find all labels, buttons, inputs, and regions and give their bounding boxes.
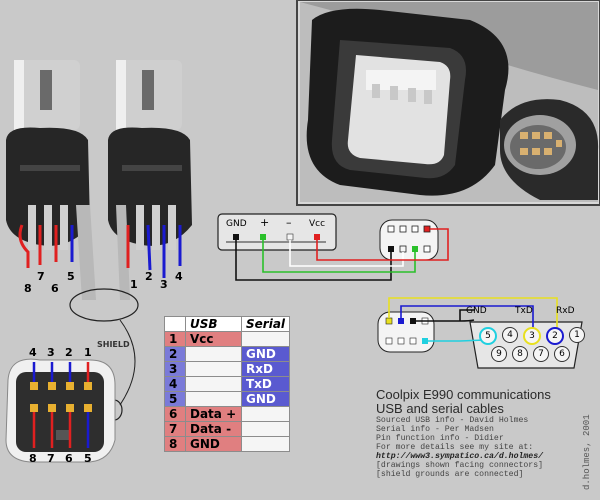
socket-label-1: 1 xyxy=(84,346,92,359)
db9-pin: 9 xyxy=(491,346,507,362)
pin-number: 5 xyxy=(164,391,186,407)
table-header-row: USB Serial xyxy=(164,316,291,332)
serial-function: GND xyxy=(240,346,291,362)
db9-pin: 2 xyxy=(546,327,564,345)
plug-label-5: 5 xyxy=(67,270,75,283)
socket-label-8: 8 xyxy=(29,452,37,465)
socket-label-5: 5 xyxy=(84,452,92,465)
credit-line: For more details see my site at: xyxy=(376,443,534,452)
socket-label-7: 7 xyxy=(47,452,55,465)
minidin-serial xyxy=(377,311,435,353)
db9-pin: 1 xyxy=(569,327,585,343)
serial-function xyxy=(240,331,291,347)
usb-connector-schematic xyxy=(217,213,337,251)
table-row: 6 Data + xyxy=(164,406,291,422)
plug-label-4: 4 xyxy=(175,270,183,283)
usb-function: GND xyxy=(185,436,242,452)
serial-label-gnd: GND xyxy=(466,306,487,316)
plug-label-3: 3 xyxy=(160,278,168,291)
pin-number: 4 xyxy=(164,376,186,392)
site-url: http://www3.sympatico.ca/d.holmes/ xyxy=(376,452,544,461)
db9-pin: 3 xyxy=(523,327,541,345)
usb-function: Data + xyxy=(185,406,242,422)
socket-label-2: 2 xyxy=(65,346,73,359)
note-line: [drawings shown facing connectors] xyxy=(376,461,544,470)
table-header: Serial xyxy=(240,316,291,332)
db9-pin: 6 xyxy=(554,346,570,362)
shield-label: SHIELD xyxy=(97,340,130,349)
socket-label-3: 3 xyxy=(47,346,55,359)
table-row: 1 Vcc xyxy=(164,331,291,347)
plug-label-7: 7 xyxy=(37,270,45,283)
serial-label-txd: TxD xyxy=(515,306,533,316)
pin-number: 2 xyxy=(164,346,186,362)
usb-function xyxy=(185,376,242,392)
plug-right xyxy=(108,60,192,300)
serial-function: TxD xyxy=(240,376,291,392)
usb-function: Data - xyxy=(185,421,242,437)
plug-left xyxy=(6,60,96,300)
usb-label-vcc: Vcc xyxy=(309,219,326,229)
usb-function xyxy=(185,391,242,407)
minidin-usb xyxy=(379,219,439,261)
plug-label-1: 1 xyxy=(130,278,138,291)
table-header xyxy=(164,316,186,332)
db9-pin: 7 xyxy=(533,346,549,362)
pin-number: 6 xyxy=(164,406,186,422)
db9-top-row: 5 4 3 2 1 xyxy=(479,327,585,345)
pin-number: 7 xyxy=(164,421,186,437)
serial-wires xyxy=(388,297,558,342)
db9-pin: 4 xyxy=(502,327,518,343)
table-row: 8 GND xyxy=(164,436,291,452)
serial-function xyxy=(240,406,291,422)
table-row: 3 RxD xyxy=(164,361,291,377)
serial-function xyxy=(240,436,291,452)
usb-wires xyxy=(235,228,449,281)
db9-pin: 8 xyxy=(512,346,528,362)
connector-photo xyxy=(296,0,600,206)
credit-line: Serial info - Per Madsen xyxy=(376,425,494,434)
plug-label-8: 8 xyxy=(24,282,32,295)
pin-number: 1 xyxy=(164,331,186,347)
db9-bottom-row: 9 8 7 6 xyxy=(491,346,570,362)
socket-label-6: 6 xyxy=(65,452,73,465)
serial-function: GND xyxy=(240,391,291,407)
usb-label-gnd: GND xyxy=(226,219,247,229)
credit-line: Pin function info - Didier xyxy=(376,434,504,443)
table-row: 5 GND xyxy=(164,391,291,407)
pin-function-table: USB Serial 1 Vcc 2 GND 3 RxD 4 TxD 5 GND… xyxy=(164,316,291,452)
usb-label-minus: – xyxy=(286,216,292,229)
note-line: [shield grounds are connected] xyxy=(376,470,524,479)
table-row: 7 Data - xyxy=(164,421,291,437)
socket-face xyxy=(5,358,116,463)
pin-number: 8 xyxy=(164,436,186,452)
serial-function xyxy=(240,421,291,437)
table-row: 4 TxD xyxy=(164,376,291,392)
socket-label-4: 4 xyxy=(29,346,37,359)
usb-function: Vcc xyxy=(185,331,242,347)
caption-subtitle: USB and serial cables xyxy=(376,401,504,416)
usb-function xyxy=(185,361,242,377)
db9-pin: 5 xyxy=(479,327,497,345)
serial-function: RxD xyxy=(240,361,291,377)
plug-label-2: 2 xyxy=(145,270,153,283)
plug-label-6: 6 xyxy=(51,282,59,295)
credit-line: Sourced USB info - David Holmes xyxy=(376,416,529,425)
table-row: 2 GND xyxy=(164,346,291,362)
caption-block: Coolpix E990 communications USB and seri… xyxy=(376,387,551,480)
shield-outline xyxy=(69,288,139,322)
usb-label-plus: + xyxy=(260,216,270,229)
serial-label-rxd: RxD xyxy=(556,306,575,316)
shield-leader xyxy=(119,319,136,406)
pin-number: 3 xyxy=(164,361,186,377)
table-header: USB xyxy=(185,316,242,332)
caption-title: Coolpix E990 communications xyxy=(376,387,551,402)
usb-function xyxy=(185,346,242,362)
author-credit: d.holmes, 2001 xyxy=(582,414,592,490)
